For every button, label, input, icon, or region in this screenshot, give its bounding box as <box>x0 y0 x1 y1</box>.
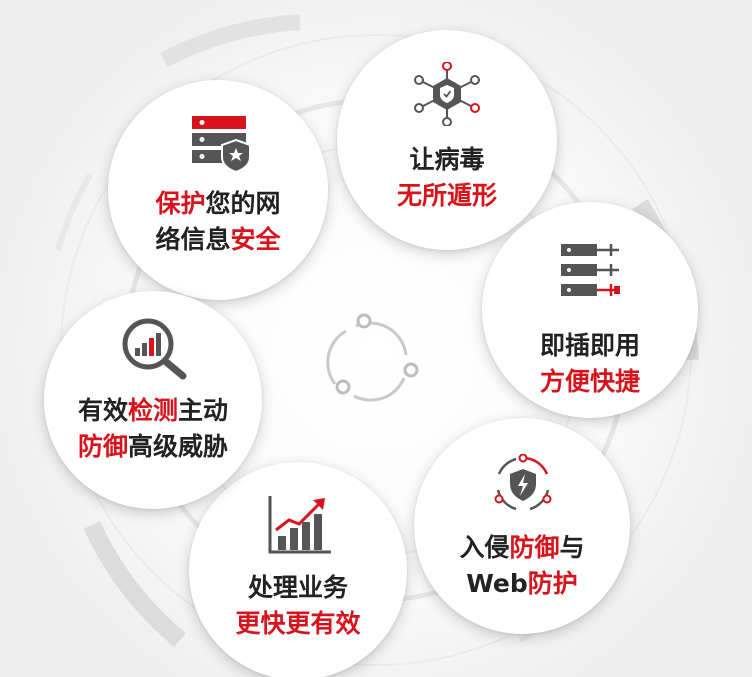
label-line: 保护您的网 <box>108 186 328 222</box>
feature-label-network-security: 保护您的网 络信息安全 <box>108 186 328 258</box>
label-segment: 主动 <box>178 396 229 425</box>
label-segment: 高级威胁 <box>128 432 229 461</box>
feature-circle-virus: 让病毒 无所遁形 <box>337 30 557 250</box>
label-segment: 保护 <box>155 189 206 218</box>
label-segment: 检测 <box>127 396 178 425</box>
label-segment: 有效 <box>77 396 128 425</box>
label-line: 无所遁形 <box>337 178 557 214</box>
label-line: 方便快捷 <box>482 364 698 400</box>
label-line: 有效检测主动 <box>44 393 262 429</box>
label-line: 防御高级威胁 <box>44 429 262 465</box>
feature-label-virus: 让病毒 无所遁形 <box>337 142 557 214</box>
label-segment: Web <box>466 569 528 598</box>
magnifier-chart-icon <box>122 318 187 380</box>
label-line: 更快更有效 <box>189 606 407 642</box>
label-segment: 更快更有效 <box>235 609 361 638</box>
label-segment: 入侵 <box>459 533 510 562</box>
label-line: Web防护 <box>414 566 630 602</box>
label-segment: 您的网 <box>205 189 281 218</box>
feature-circle-network-security: 保护您的网 络信息安全 <box>108 80 328 300</box>
label-segment: 络信息 <box>155 225 231 254</box>
label-segment: 让病毒 <box>409 145 485 174</box>
label-line: 入侵防御与 <box>414 530 630 566</box>
hexagon-shield-network-icon <box>414 62 480 126</box>
label-line: 络信息安全 <box>108 222 328 258</box>
feature-label-plug-and-play: 即插即用 方便快捷 <box>482 328 698 400</box>
lightning-shield-icon <box>494 454 552 511</box>
label-segment: 防御 <box>77 432 128 461</box>
feature-label-intrusion-web: 入侵防御与 Web防护 <box>414 530 630 602</box>
feature-label-business: 处理业务 更快更有效 <box>189 570 407 642</box>
label-segment: 即插即用 <box>539 331 640 360</box>
label-segment: 与 <box>559 533 585 562</box>
server-shield-icon <box>192 116 251 172</box>
feature-circle-plug-and-play: 即插即用 方便快捷 <box>482 202 698 418</box>
growth-chart-icon <box>268 496 331 554</box>
label-segment: 处理业务 <box>247 573 348 602</box>
label-segment: 防护 <box>527 569 578 598</box>
label-line: 即插即用 <box>482 328 698 364</box>
label-line: 让病毒 <box>337 142 557 178</box>
feature-label-detection: 有效检测主动 防御高级威胁 <box>44 393 262 465</box>
server-plug-icon <box>561 244 620 296</box>
label-segment: 防御 <box>509 533 560 562</box>
label-segment: 方便快捷 <box>539 367 640 396</box>
feature-circle-detection: 有效检测主动 防御高级威胁 <box>44 291 262 509</box>
feature-circle-intrusion-web: 入侵防御与 Web防护 <box>414 418 630 634</box>
cycle-icon <box>326 313 419 402</box>
label-segment: 安全 <box>230 225 281 254</box>
feature-circle-business: 处理业务 更快更有效 <box>189 462 407 677</box>
label-line: 处理业务 <box>189 570 407 606</box>
label-segment: 无所遁形 <box>396 181 497 210</box>
